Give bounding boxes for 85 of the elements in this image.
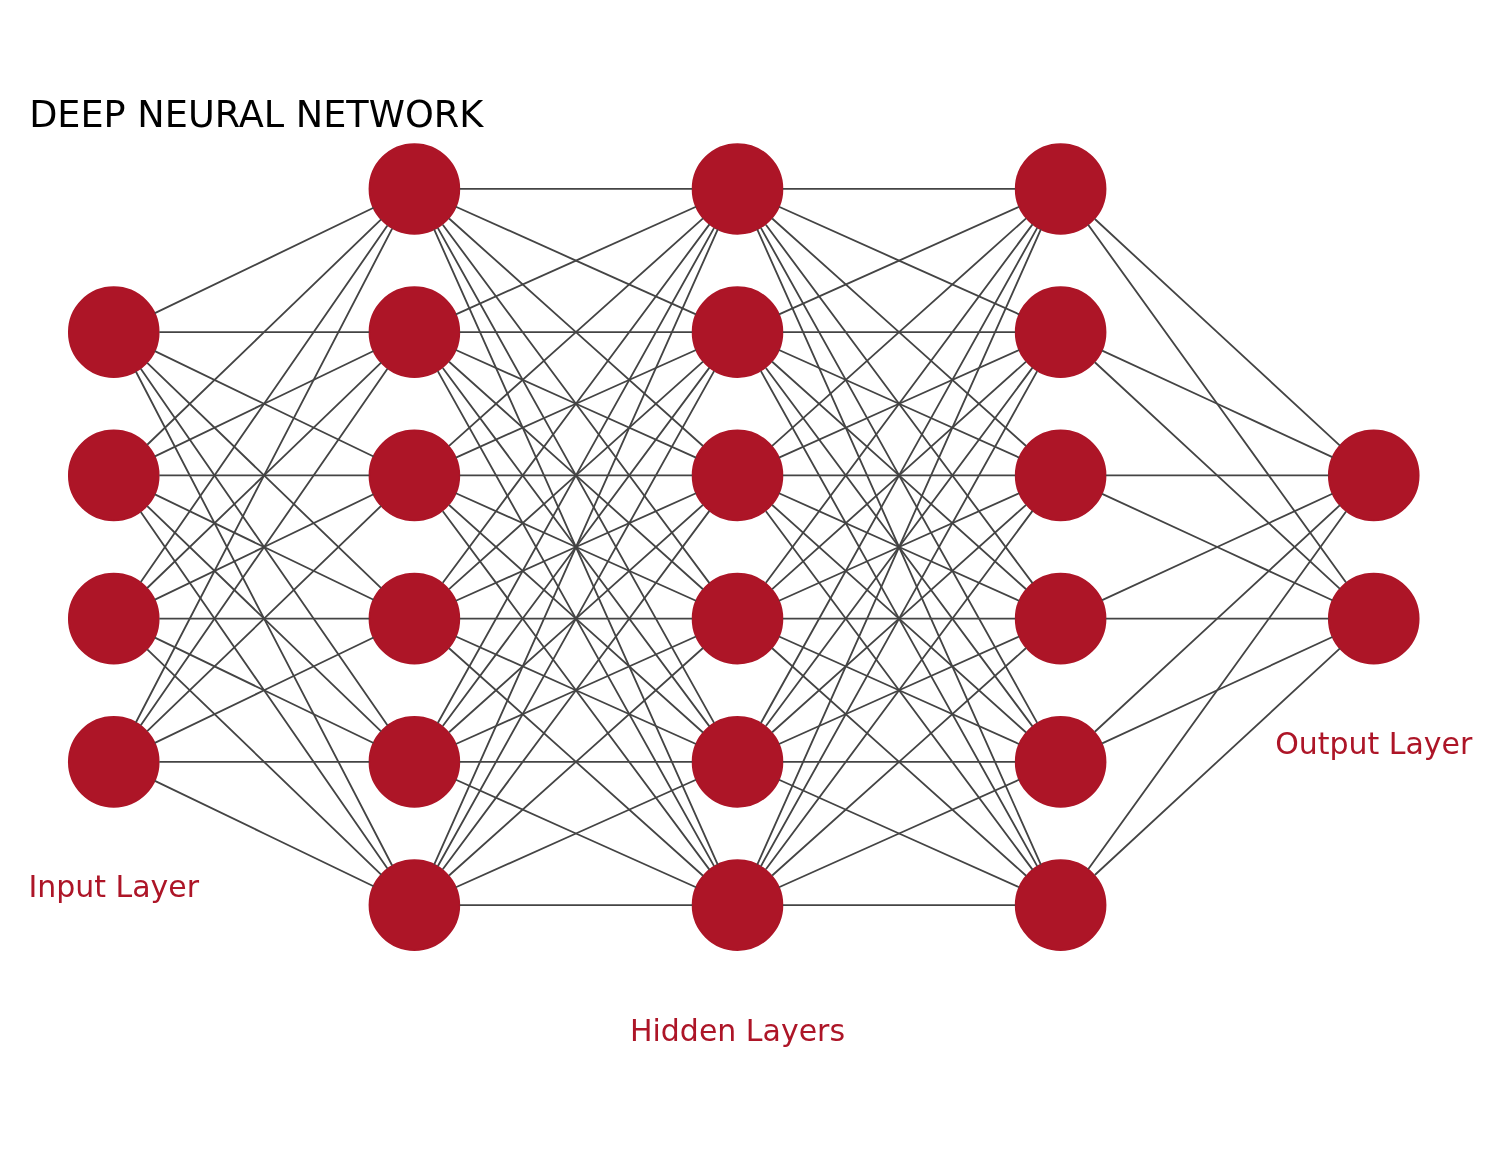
connector [455, 349, 697, 459]
connector [458, 188, 693, 190]
connector [458, 331, 693, 334]
node-circle [1014, 286, 1107, 378]
connector [158, 617, 371, 620]
connector [158, 331, 371, 334]
node-circle [368, 286, 461, 378]
connector [782, 474, 1017, 477]
node-circle [368, 143, 461, 235]
connector [146, 648, 383, 876]
label: Hidden Layers [629, 1012, 846, 1048]
node-circle [67, 572, 160, 665]
connector [1093, 504, 1341, 733]
connector [1093, 218, 1341, 447]
connector [778, 778, 1020, 889]
connector [458, 760, 693, 763]
connector [756, 228, 1042, 866]
connector [139, 511, 389, 870]
connector [778, 635, 1020, 745]
node-circle [691, 143, 784, 235]
node-circle [1014, 572, 1107, 665]
connector [139, 367, 389, 727]
node-circle [368, 572, 461, 665]
node-circle [1014, 859, 1107, 951]
connector [760, 370, 1039, 868]
node-circle [67, 716, 160, 808]
node-circle [1014, 716, 1107, 808]
connector [1105, 617, 1330, 620]
connector [448, 647, 704, 877]
connector [154, 350, 375, 458]
connector [154, 206, 375, 315]
connector [154, 636, 375, 744]
connector [1101, 492, 1334, 602]
connector [771, 647, 1028, 877]
connector [1093, 361, 1341, 590]
label: Output Layer [1275, 726, 1473, 762]
node-circle [368, 716, 461, 808]
connector [1087, 510, 1347, 871]
node-circle [1014, 429, 1107, 522]
connector [782, 617, 1017, 620]
node-circle [691, 572, 784, 665]
node-circle [1327, 572, 1420, 665]
connector [782, 331, 1017, 334]
connector [455, 205, 697, 316]
node-circle [691, 429, 784, 522]
connector [134, 370, 394, 867]
connector [455, 635, 697, 745]
node-circle [368, 859, 461, 951]
connector [1087, 223, 1347, 584]
connector [782, 904, 1017, 907]
connector [778, 205, 1020, 316]
connector [778, 492, 1020, 602]
connector [778, 349, 1020, 459]
diagram-title: DEEP NEURAL NETWORK [29, 92, 484, 136]
label: Input Layer [28, 869, 200, 905]
connector [134, 227, 394, 724]
connector [1093, 647, 1341, 876]
connector [782, 188, 1017, 190]
connector [146, 218, 383, 446]
node-circle [1327, 429, 1420, 522]
node-circle [67, 429, 160, 522]
connector [448, 217, 704, 447]
connector [771, 217, 1028, 447]
connector [458, 904, 693, 907]
connector [154, 780, 375, 888]
connector [433, 228, 719, 866]
connector [1101, 349, 1334, 458]
node-circle [691, 859, 784, 951]
connector [455, 778, 697, 889]
node-circle [1014, 143, 1107, 235]
connector [154, 493, 375, 601]
connector [782, 760, 1017, 763]
node-circle [691, 286, 784, 378]
node-circle [691, 716, 784, 808]
connector [139, 224, 389, 583]
node-circle [67, 286, 160, 378]
node-circle [368, 429, 461, 522]
connector [158, 474, 371, 477]
connector [455, 492, 697, 602]
connector [1101, 636, 1334, 745]
connector [436, 370, 715, 868]
connector [1105, 474, 1330, 477]
connector [458, 474, 693, 477]
connector [158, 760, 371, 763]
connector [458, 617, 693, 620]
